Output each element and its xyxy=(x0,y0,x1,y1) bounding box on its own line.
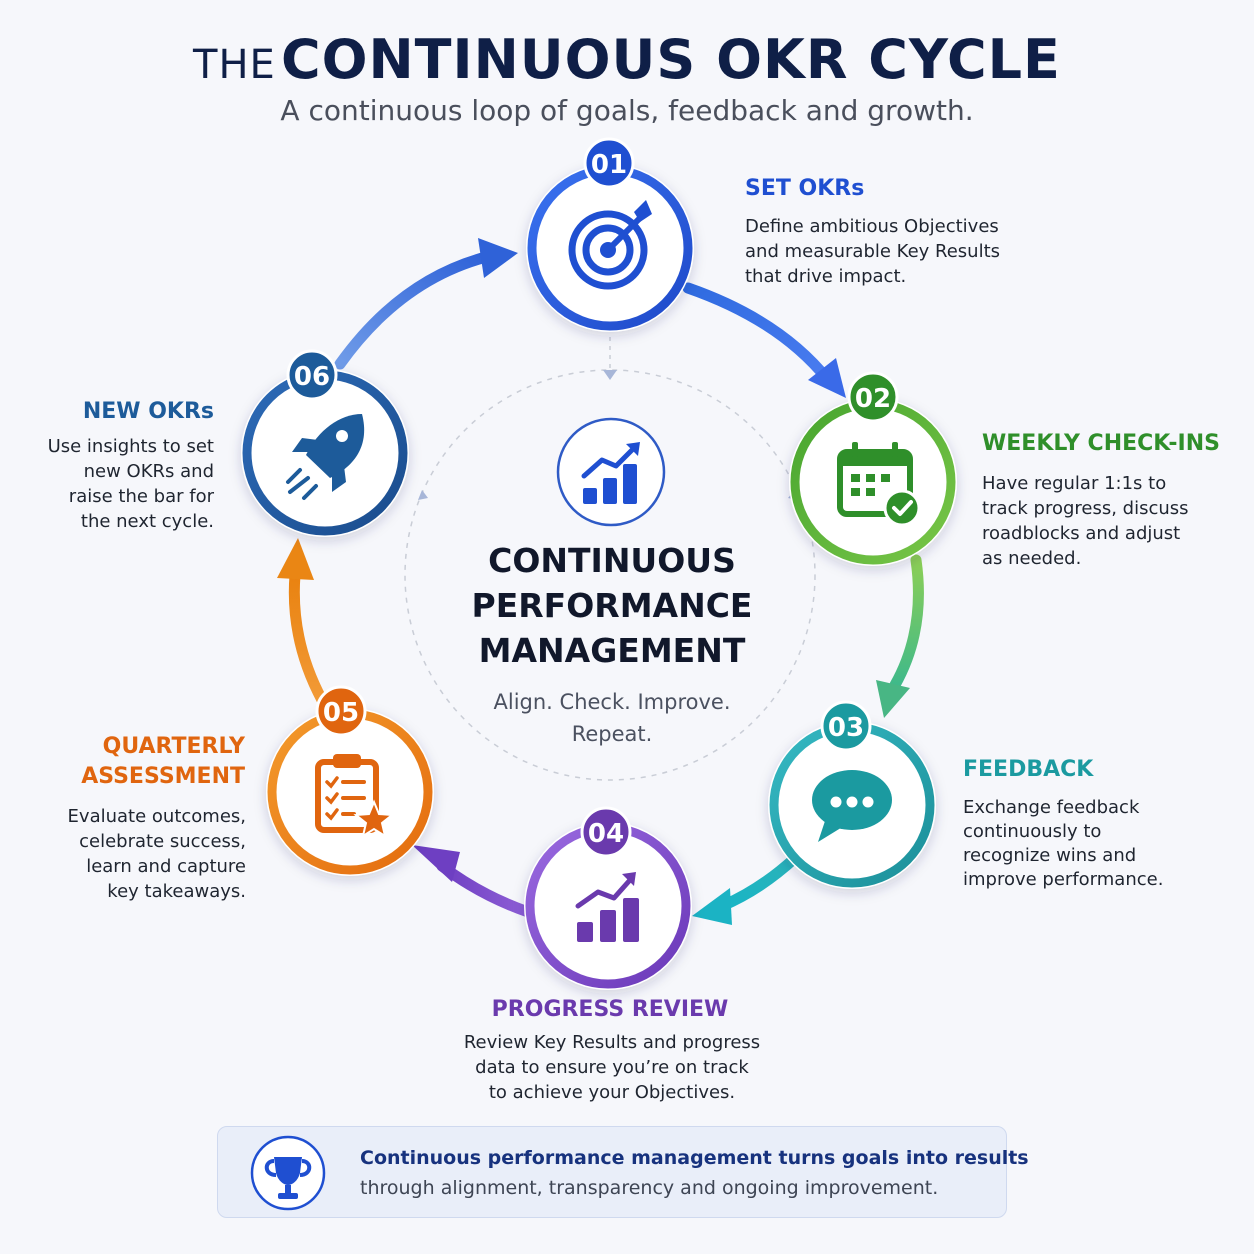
description-line: recognize wins and xyxy=(963,845,1137,866)
description-line: to achieve your Objectives. xyxy=(488,1082,736,1103)
step-05-number: 05 xyxy=(323,698,359,728)
center-tagline-line: Align. Check. Improve. xyxy=(493,690,731,714)
description-line: new OKRs and xyxy=(83,461,214,482)
banner-subline: through alignment, transparency and ongo… xyxy=(360,1177,939,1199)
arrow-06-to-01 xyxy=(334,238,518,370)
description-line: continuously to xyxy=(963,821,1102,842)
step-06-number: 06 xyxy=(294,362,330,392)
bar-chart-icon xyxy=(575,872,639,942)
step-03-description: Exchange feedback continuously to recogn… xyxy=(963,796,1213,892)
description-line: celebrate success, xyxy=(79,831,246,852)
center-title-line: PERFORMANCE xyxy=(471,586,753,625)
center-tagline: Align. Check. Improve. Repeat. xyxy=(470,686,754,750)
step-05-description: Evaluate outcomes, celebrate success, le… xyxy=(35,804,246,904)
trophy-icon xyxy=(250,1135,326,1211)
calendar-check-icon xyxy=(837,442,921,527)
step-05-node[interactable]: 05 xyxy=(266,685,434,876)
step-02-node[interactable]: 02 xyxy=(789,371,957,566)
description-line: Exchange feedback xyxy=(963,797,1140,818)
center-tagline-line: Repeat. xyxy=(571,722,653,746)
title-prefix: THE xyxy=(193,42,276,88)
description-line: the next cycle. xyxy=(80,511,214,532)
rocket-icon xyxy=(286,414,365,500)
step-04-badge xyxy=(580,806,632,858)
description-line: learn and capture xyxy=(86,856,246,877)
center-title-line: CONTINUOUS xyxy=(488,541,736,580)
arrow-03-to-04 xyxy=(692,852,801,925)
step-01-node[interactable]: 01 xyxy=(526,137,694,332)
step-01-number: 01 xyxy=(591,150,627,180)
step-04-number: 04 xyxy=(588,819,624,849)
description-line: Define ambitious Objectives xyxy=(745,216,999,237)
title-line: ASSESSMENT xyxy=(81,764,245,789)
target-icon xyxy=(568,200,652,290)
step-02-number: 02 xyxy=(855,384,891,414)
page-title: THE CONTINUOUS OKR CYCLE xyxy=(0,28,1254,91)
step-03-badge xyxy=(820,700,872,752)
arrow-05-to-06 xyxy=(277,538,328,706)
title-main: CONTINUOUS OKR CYCLE xyxy=(280,28,1061,91)
arrow-04-to-05 xyxy=(412,845,534,918)
center-title-line: MANAGEMENT xyxy=(478,631,746,670)
step-06-description: Use insights to set new OKRs and raise t… xyxy=(24,434,214,534)
step-06-node[interactable]: 06 xyxy=(241,349,409,537)
step-04-title: PROGRESS REVIEW xyxy=(491,997,729,1022)
step-05-badge xyxy=(315,685,367,737)
banner-headline: Continuous performance management turns … xyxy=(360,1147,1029,1169)
description-line: track progress, discuss xyxy=(982,498,1189,519)
arrow-01-to-02 xyxy=(682,282,846,398)
description-line: improve performance. xyxy=(963,869,1164,890)
step-01-badge xyxy=(583,137,635,189)
step-05-title: QUARTERLY ASSESSMENT xyxy=(45,732,245,792)
description-line: Evaluate outcomes, xyxy=(67,806,246,827)
description-line: raise the bar for xyxy=(68,486,214,507)
step-04-description: Review Key Results and progress data to … xyxy=(410,1030,814,1105)
step-02-description: Have regular 1:1s to track progress, dis… xyxy=(982,471,1232,571)
step-02-title: WEEKLY CHECK-INS xyxy=(982,431,1220,456)
chat-bubble-icon xyxy=(812,770,892,842)
growth-chart-icon xyxy=(556,417,666,527)
description-line: Use insights to set xyxy=(47,436,214,457)
center-title: CONTINUOUS PERFORMANCE MANAGEMENT xyxy=(430,538,794,673)
description-line: key takeaways. xyxy=(107,881,246,902)
description-line: Review Key Results and progress xyxy=(463,1032,761,1053)
summary-banner: Continuous performance management turns … xyxy=(217,1126,1029,1218)
step-06-badge xyxy=(286,349,338,401)
description-line: that drive impact. xyxy=(745,266,907,287)
description-line: and measurable Key Results xyxy=(745,241,1001,262)
description-line: data to ensure you’re on track xyxy=(475,1057,749,1078)
description-line: roadblocks and adjust xyxy=(982,523,1181,544)
step-01-description: Define ambitious Objectives and measurab… xyxy=(745,214,1025,289)
step-03-number: 03 xyxy=(828,713,864,743)
step-03-title: FEEDBACK xyxy=(963,757,1094,782)
description-line: Have regular 1:1s to xyxy=(982,473,1167,494)
step-03-node[interactable]: 03 xyxy=(768,700,936,889)
step-06-title: NEW OKRs xyxy=(82,399,214,424)
arrow-02-to-03 xyxy=(876,554,924,718)
step-01-title: SET OKRs xyxy=(745,176,865,201)
clipboard-star-icon xyxy=(315,754,395,839)
description-line: as needed. xyxy=(982,548,1082,569)
step-02-badge xyxy=(847,371,899,423)
inner-dashed-ring xyxy=(404,369,816,781)
step-04-node[interactable]: 04 xyxy=(524,806,692,990)
page-subtitle: A continuous loop of goals, feedback and… xyxy=(280,94,974,127)
title-line: QUARTERLY xyxy=(102,734,245,759)
